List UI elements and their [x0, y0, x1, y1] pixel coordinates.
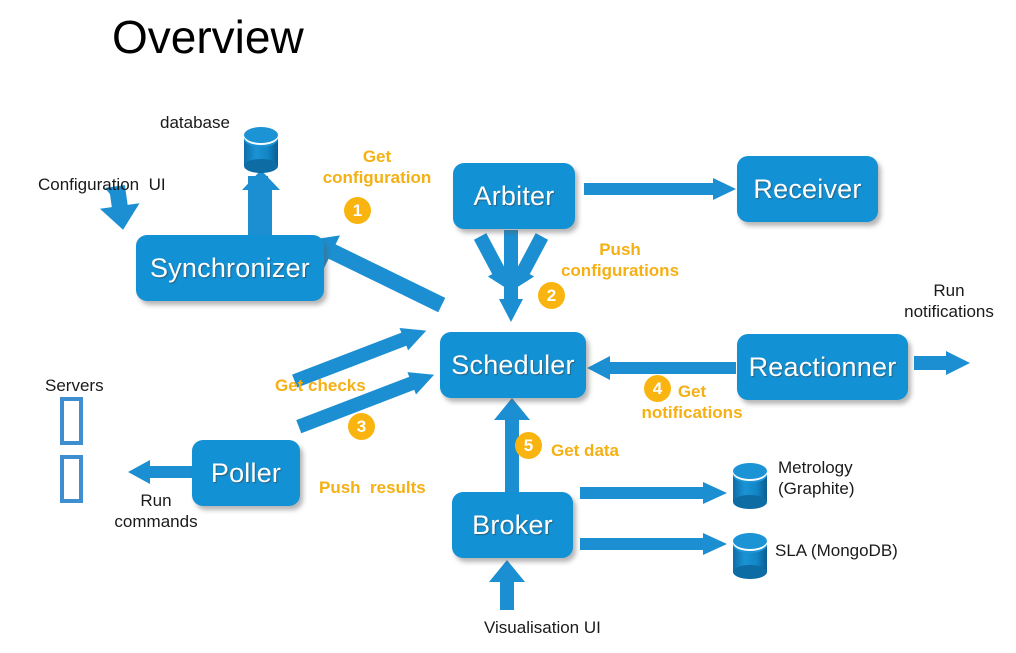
step-label-get-notifications: Get notifications [641, 382, 743, 422]
step-badge-5: 5 [515, 432, 542, 459]
step-badge-2: 2 [538, 282, 565, 309]
label-visualisation-ui: Visualisation UI [484, 618, 601, 637]
node-synchronizer[interactable]: Synchronizer [136, 235, 324, 301]
step-label-push-configurations: Push configurations [560, 240, 680, 280]
label-sla-mongodb: SLA (MongoDB) [775, 541, 898, 560]
label-run-commands: Run commands [114, 491, 198, 531]
sla-cylinder [733, 533, 767, 579]
node-arbiter[interactable]: Arbiter [453, 163, 575, 229]
arrow-arbiter-to-reactionner [512, 233, 549, 290]
node-label-synchronizer: Synchronizer [150, 252, 310, 283]
arrow-poller-to-servers [128, 460, 194, 484]
node-poller[interactable]: Poller [192, 440, 300, 506]
step-badge-1: 1 [344, 197, 371, 224]
step-label-push-results: Push results [319, 478, 426, 497]
node-label-broker: Broker [472, 509, 553, 540]
arrow-synchronizer-to-database [242, 170, 280, 237]
label-run-notifications: Run notifications [904, 281, 994, 321]
label-database: database [160, 113, 230, 132]
arrow-broker-to-sla [580, 533, 727, 555]
node-broker[interactable]: Broker [452, 492, 573, 558]
arrow-broker-to-metrology [580, 482, 727, 504]
node-label-arbiter: Arbiter [473, 180, 555, 211]
node-label-poller: Poller [210, 457, 282, 488]
arrow-arbiter-to-receiver [584, 178, 736, 200]
step-badge-4: 4 [644, 375, 671, 402]
metrology-cylinder [733, 463, 767, 509]
arrow-poller-to-scheduler-push-results [296, 372, 435, 434]
arrow-configuration-ui-to-synchronizer [99, 185, 140, 230]
page-title: Overview [112, 11, 304, 63]
server-box-1 [60, 397, 83, 445]
step-badge-3: 3 [348, 413, 375, 440]
node-reactionner[interactable]: Reactionner [737, 334, 908, 400]
database-cylinder [244, 127, 278, 173]
server-box-2 [60, 455, 83, 503]
node-label-scheduler: Scheduler [451, 349, 575, 380]
node-receiver[interactable]: Receiver [737, 156, 878, 222]
arrow-reactionner-run-notifications [914, 351, 970, 375]
arrow-visualisation-ui-to-broker [489, 560, 525, 610]
label-servers: Servers [45, 376, 104, 395]
arrow-poller-to-scheduler-get-checks [292, 327, 427, 388]
arrow-reactionner-to-scheduler [587, 356, 736, 380]
step-label-get-configuration: Get configuration [322, 147, 432, 187]
node-scheduler[interactable]: Scheduler [440, 332, 586, 398]
label-configuration-ui: Configuration UI [38, 175, 166, 194]
arrow-arbiter-to-poller [473, 233, 510, 290]
step-label-get-checks: Get checks [275, 376, 366, 395]
node-label-reactionner: Reactionner [748, 351, 897, 382]
arrow-broker-to-scheduler [494, 398, 530, 493]
label-metrology: Metrology (Graphite) [778, 458, 855, 498]
node-label-receiver: Receiver [753, 173, 862, 204]
step-label-get-data: Get data [551, 441, 620, 460]
